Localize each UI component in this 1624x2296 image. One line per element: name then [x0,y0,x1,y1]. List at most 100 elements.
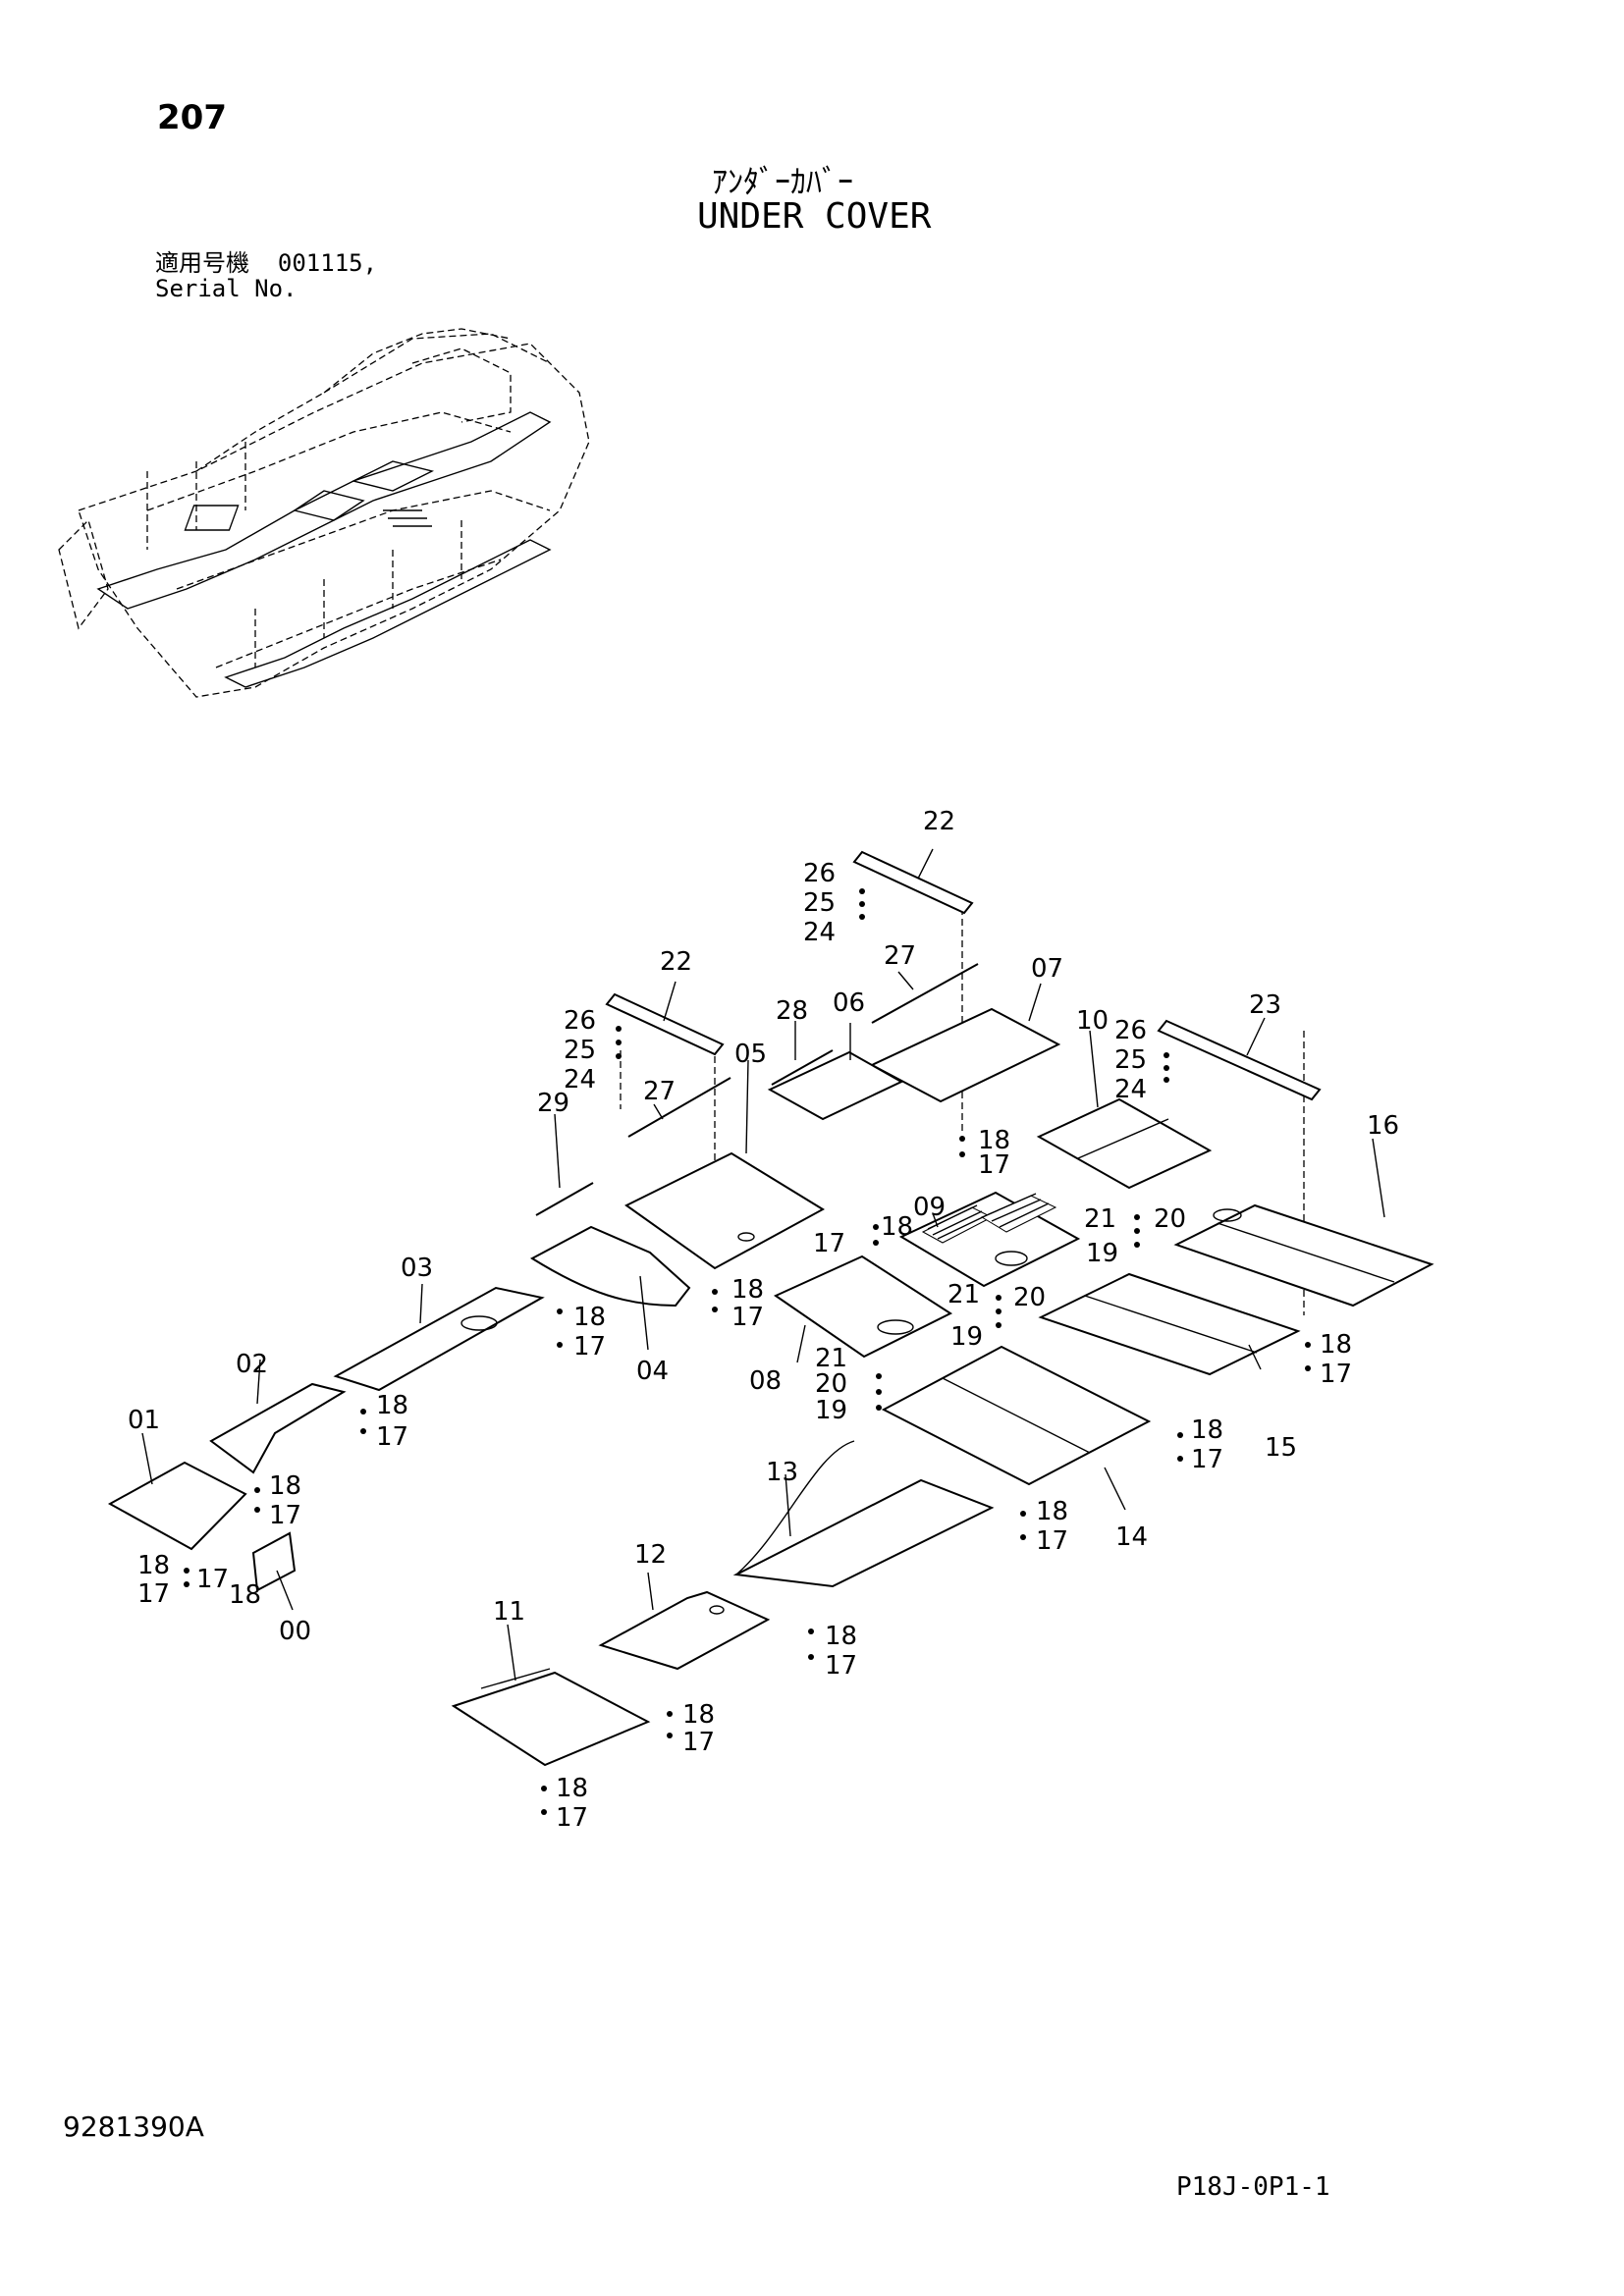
title-japanese: ｱﾝﾀﾞｰｶﾊﾞｰ [712,163,854,200]
sheet-code: P18J-0P1-1 [1176,2172,1330,2202]
callout-22-left: 22 [660,947,692,977]
part-28-seal [771,1049,834,1086]
callout-26-left: 26 [564,1006,596,1036]
mesh-pattern [921,1193,1057,1244]
callout-17-b: 17 [813,1229,845,1258]
callout-20-c: 20 [815,1369,847,1399]
callout-25-top: 25 [803,888,836,918]
callout-17-a: 17 [978,1150,1010,1180]
part-06-cover [767,1050,904,1121]
callout-17-g: 17 [1191,1445,1223,1474]
callout-00: 00 [279,1617,311,1646]
callout-24-right: 24 [1114,1075,1147,1104]
callout-08: 08 [749,1366,782,1396]
callout-17-j: 17 [137,1579,170,1609]
part-27-seal-top [871,963,979,1024]
callout-20-b: 20 [1013,1283,1046,1312]
callout-18-h: 18 [269,1471,301,1501]
part-27-seal-left [627,1077,731,1138]
callout-17-n: 17 [556,1803,588,1833]
callout-07: 07 [1031,954,1063,984]
callout-19-a: 19 [1086,1239,1118,1268]
part-13-cover [732,1478,995,1588]
callout-18-j: 18 [137,1551,170,1580]
callout-20-a: 20 [1154,1204,1186,1234]
callout-24-top: 24 [803,918,836,947]
serial-value: 001115, [277,249,378,277]
callout-18-f: 18 [376,1391,408,1420]
callout-22-top: 22 [923,807,955,836]
part-29-seal [535,1182,594,1216]
callout-17-l: 17 [825,1651,857,1681]
callout-15: 15 [1265,1433,1297,1463]
callout-09: 09 [913,1193,946,1222]
callout-25-right: 25 [1114,1045,1147,1075]
page-number: 207 [157,98,227,137]
part-23-bracket [1157,1019,1322,1101]
callout-18-m: 18 [682,1700,715,1730]
callout-13: 13 [766,1458,798,1487]
callout-21-a: 21 [1084,1204,1116,1234]
callout-21-b: 21 [947,1280,980,1309]
callout-29: 29 [537,1089,569,1118]
part-00-plate [251,1531,297,1592]
callout-02: 02 [236,1350,268,1379]
callout-27-left: 27 [643,1077,676,1106]
part-22-bracket-top [852,850,974,915]
callout-17-m: 17 [682,1728,715,1757]
callout-12: 12 [634,1540,667,1570]
callout-26-right: 26 [1114,1016,1147,1045]
callout-18-n: 18 [556,1774,588,1803]
part-02-cover [209,1382,347,1474]
callout-16: 16 [1367,1111,1399,1141]
callout-26-top: 26 [803,859,836,888]
callout-10: 10 [1076,1006,1109,1036]
part-11-cover [451,1671,651,1767]
part-07-cover [869,1007,1061,1103]
callout-17-i: 17 [1036,1526,1068,1556]
callout-17-f: 17 [376,1422,408,1452]
callout-17-c: 17 [731,1303,764,1332]
callouts: 22 26 25 24 27 07 22 26 25 24 28 06 05 2… [128,807,1399,1833]
serial-label-jp: 適用号機 [155,249,249,277]
bolt-markers [184,888,1311,1815]
callout-18-k: 18 [229,1580,261,1610]
title-english: UNDER COVER [697,196,932,237]
callout-11: 11 [493,1597,525,1627]
part-22-bracket-left [605,992,725,1056]
callout-27-top: 27 [884,941,916,971]
callout-17-k: 17 [196,1565,229,1594]
part-03-cover [333,1286,545,1392]
callout-05: 05 [734,1040,767,1069]
callout-18-l: 18 [825,1622,857,1651]
part-12-cover [598,1590,771,1671]
callout-19-c: 19 [815,1396,847,1425]
callout-04: 04 [636,1357,669,1386]
callout-17-d: 17 [573,1332,606,1362]
part-01-cover [107,1461,247,1551]
callout-18-d: 18 [573,1303,606,1332]
part-08-cover [773,1255,953,1359]
part-05-cover [624,1151,825,1270]
callout-18-c: 18 [731,1275,764,1305]
callout-18-g: 18 [1191,1415,1223,1445]
callout-19-b: 19 [950,1322,983,1352]
callout-24-left: 24 [564,1065,596,1095]
document-number: 9281390A [63,2110,204,2143]
callout-01: 01 [128,1406,160,1435]
serial-label-en: Serial No. [155,275,298,302]
callout-14: 14 [1115,1522,1148,1552]
callout-17-e: 17 [1320,1360,1352,1389]
callout-23: 23 [1249,990,1281,1020]
part-04-cover [529,1225,691,1308]
overview-sketch [58,328,590,698]
callout-28: 28 [776,996,808,1026]
callout-21-c: 21 [815,1344,847,1373]
leader-lines [141,848,1385,1682]
callout-03: 03 [401,1254,433,1283]
callout-18-i: 18 [1036,1497,1068,1526]
part-10-cover [1036,1097,1213,1190]
callout-06: 06 [833,988,865,1018]
callout-18-a: 18 [978,1126,1010,1155]
